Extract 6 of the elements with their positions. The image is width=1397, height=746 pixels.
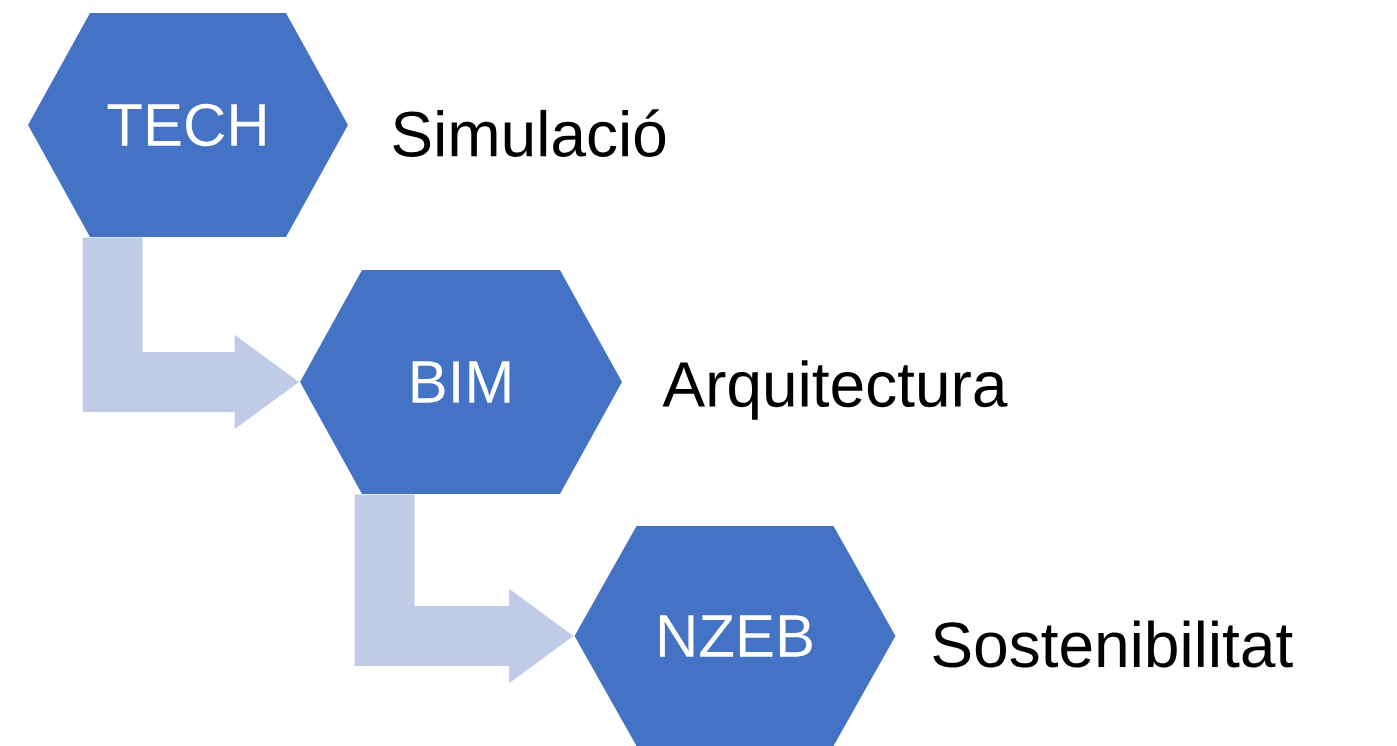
hexagon: BIM bbox=[300, 270, 622, 494]
hexagon: TECH bbox=[28, 13, 348, 237]
hexagon: NZEB bbox=[574, 526, 896, 746]
beside-label: Arquitectura bbox=[662, 360, 1008, 420]
beside-label: Sostenibilitat bbox=[933, 620, 1293, 668]
beside-label: Simulació bbox=[393, 109, 666, 157]
